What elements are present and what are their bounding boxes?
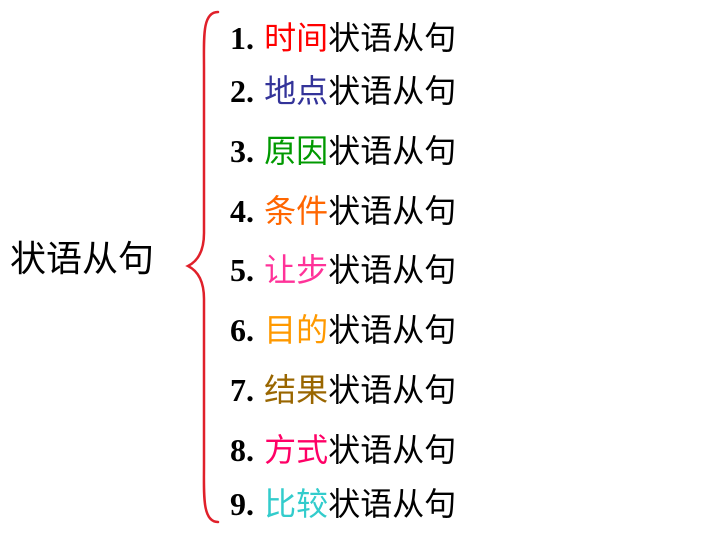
item-keyword: 让步 bbox=[264, 251, 329, 289]
item-suffix: 状语从句 bbox=[328, 311, 457, 349]
item-number: 9. bbox=[230, 486, 254, 522]
item-number: 4. bbox=[230, 193, 254, 229]
list-item: 4. 条件状语从句 bbox=[230, 187, 456, 235]
main-title: 状语从句 bbox=[10, 239, 155, 280]
item-suffix: 状语从句 bbox=[328, 251, 457, 289]
item-suffix: 状语从句 bbox=[328, 431, 457, 469]
item-suffix: 状语从句 bbox=[328, 485, 457, 523]
item-suffix: 状语从句 bbox=[328, 72, 457, 110]
item-number: 6. bbox=[230, 312, 254, 348]
item-number: 5. bbox=[230, 252, 254, 288]
list-item: 1. 时间状语从句 bbox=[230, 14, 456, 62]
item-keyword: 方式 bbox=[264, 431, 329, 469]
list-item: 3. 原因状语从句 bbox=[230, 127, 456, 175]
item-number: 3. bbox=[230, 133, 254, 169]
item-keyword: 地点 bbox=[264, 72, 329, 110]
list-item: 5. 让步状语从句 bbox=[230, 246, 456, 294]
item-suffix: 状语从句 bbox=[328, 19, 457, 57]
item-keyword: 时间 bbox=[264, 19, 329, 57]
list-item: 8. 方式状语从句 bbox=[230, 426, 456, 474]
item-keyword: 比较 bbox=[264, 485, 329, 523]
list-item: 2. 地点状语从句 bbox=[230, 67, 456, 115]
list-item: 6. 目的状语从句 bbox=[230, 306, 456, 354]
curly-brace-icon bbox=[185, 10, 220, 524]
item-keyword: 原因 bbox=[264, 132, 329, 170]
list-item: 7. 结果状语从句 bbox=[230, 366, 456, 414]
item-number: 1. bbox=[230, 20, 254, 56]
list-item: 9. 比较状语从句 bbox=[230, 480, 456, 528]
item-keyword: 目的 bbox=[264, 311, 329, 349]
item-number: 2. bbox=[230, 73, 254, 109]
item-suffix: 状语从句 bbox=[328, 192, 457, 230]
item-number: 7. bbox=[230, 372, 254, 408]
item-suffix: 状语从句 bbox=[328, 371, 457, 409]
item-suffix: 状语从句 bbox=[328, 132, 457, 170]
item-keyword: 结果 bbox=[264, 371, 329, 409]
item-number: 8. bbox=[230, 432, 254, 468]
item-keyword: 条件 bbox=[264, 192, 329, 230]
